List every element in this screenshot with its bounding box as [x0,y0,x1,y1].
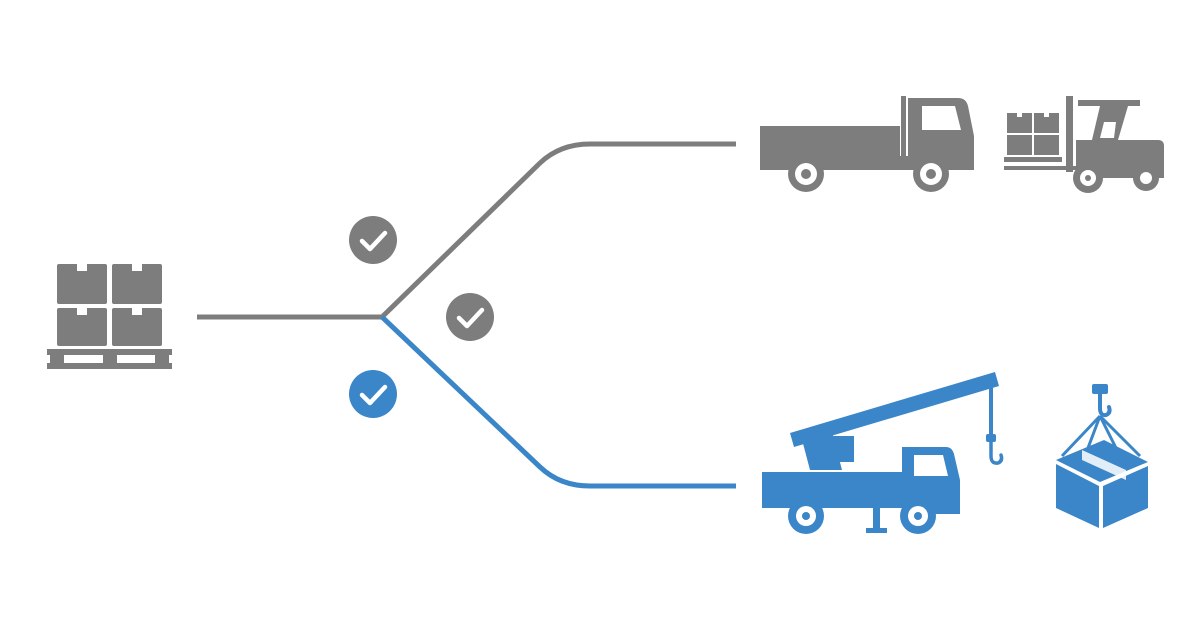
upper-route-line [380,141,736,319]
checkmark-circle-icon [349,216,397,264]
hoisted-box-icon [1056,384,1148,528]
checkmark-circle-icon [349,370,397,418]
lower-route-line [380,315,736,489]
checkmark-circle-icon [446,293,494,341]
crane-truck-icon [762,372,1004,534]
route-lines [197,141,736,489]
flatbed-truck-icon [760,96,974,192]
pallet-boxes-icon [47,264,172,369]
forklift-with-pallet-icon [1004,96,1164,193]
